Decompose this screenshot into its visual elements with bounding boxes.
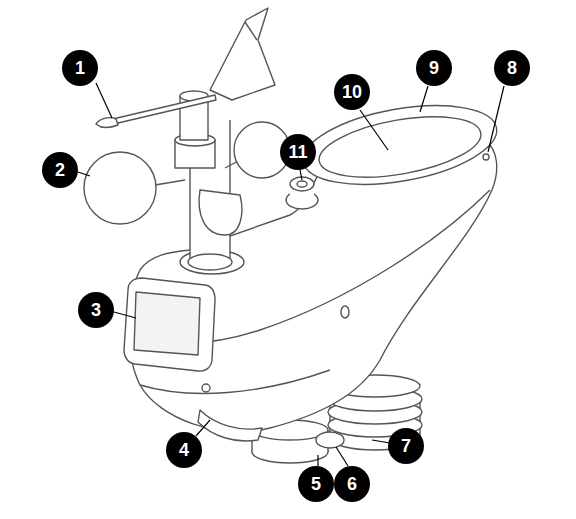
callout-marker: 7: [388, 428, 424, 464]
callout-marker: 10: [334, 74, 370, 110]
callout-number: 1: [75, 59, 85, 77]
callout-number: 7: [401, 437, 411, 455]
wind-vane: [96, 8, 275, 128]
wind-pole: [175, 91, 244, 274]
bubble-level: [286, 177, 318, 209]
callout-number: 11: [288, 143, 307, 161]
callout-number: 2: [55, 161, 65, 179]
callout-number: 5: [311, 475, 321, 493]
callout-marker: 8: [494, 50, 530, 86]
callout-marker: 4: [166, 432, 202, 468]
callout-number: 4: [179, 441, 189, 459]
callout-marker: 3: [78, 292, 114, 328]
callout-number: 8: [507, 59, 517, 77]
callout-marker: 2: [42, 152, 78, 188]
callout-marker: 11: [280, 134, 316, 170]
callout-number: 6: [347, 475, 357, 493]
body-hole: [341, 306, 349, 318]
callout-number: 10: [342, 83, 362, 101]
callout-marker: 1: [62, 50, 98, 86]
callout-number: 9: [429, 59, 439, 77]
callout-marker: 6: [334, 466, 370, 502]
rain-funnel: [297, 93, 503, 198]
anemometer-cups: [84, 122, 290, 235]
body-hole: [202, 384, 210, 392]
leader-lines: [78, 83, 504, 466]
callout-marker: 9: [416, 50, 452, 86]
callout-marker: 5: [298, 466, 334, 502]
solar-panel: [124, 278, 215, 371]
body-seam: [140, 370, 330, 393]
battery-door: [198, 410, 262, 441]
callout-number: 3: [91, 301, 101, 319]
